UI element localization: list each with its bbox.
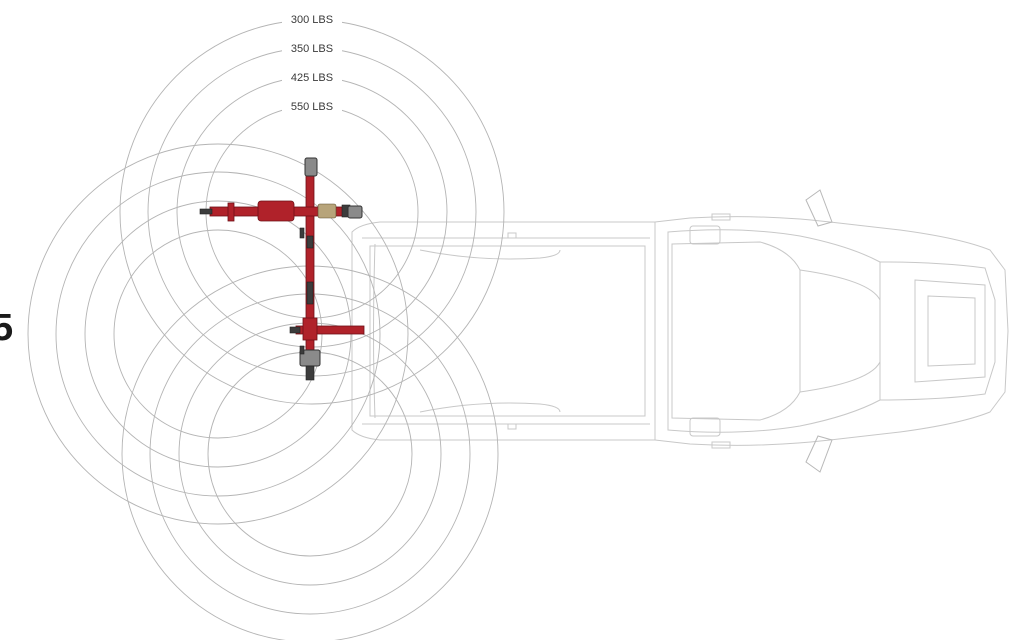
crane-top-view-icon bbox=[199, 157, 365, 381]
capacity-label-300: 300 LBS bbox=[291, 14, 333, 26]
capacity-label-425: 425 LBS bbox=[291, 72, 333, 84]
capacity-labels: 300 LBS 350 LBS 425 LBS 550 LBS bbox=[282, 12, 342, 113]
capacity-label-550: 550 LBS bbox=[291, 101, 333, 113]
pickup-truck-top-view-icon bbox=[351, 189, 1009, 473]
capacity-label-350: 350 LBS bbox=[291, 43, 333, 55]
edge-character: 5 bbox=[0, 307, 13, 349]
capacity-rings bbox=[27, 19, 505, 640]
